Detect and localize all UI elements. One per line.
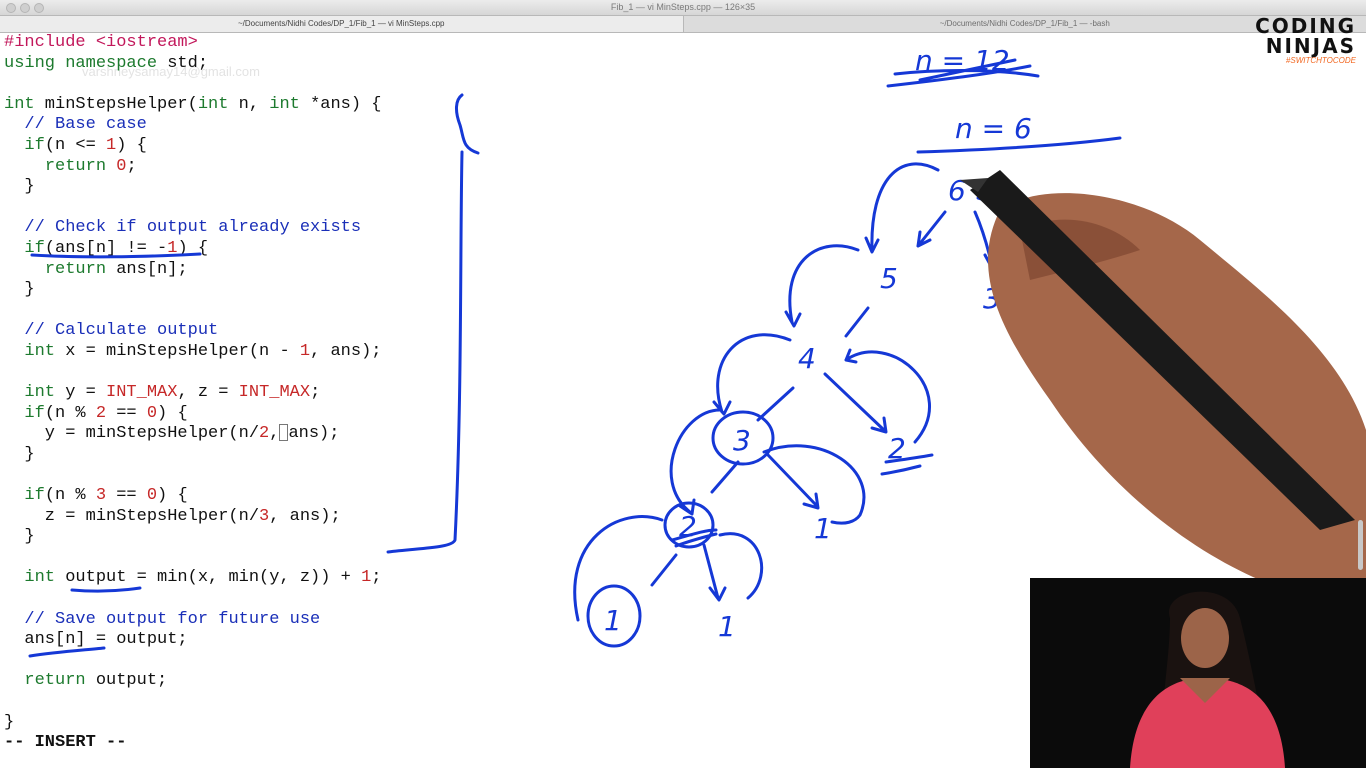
ink-loop-5-4 <box>784 244 860 328</box>
ink-label-root-6: 6 <box>948 174 966 207</box>
ink-loop-2-1b <box>718 532 764 600</box>
code-line: int y = INT_MAX, z = INT_MAX; <box>24 383 321 403</box>
ink-underline-ans <box>30 252 202 259</box>
code-line: return 0; <box>44 156 137 176</box>
code-line: int x = minStepsHelper(n - 1, ans); <box>24 341 382 361</box>
ink-edge-6-5 <box>916 210 947 248</box>
ink-label-2: 2 <box>679 510 697 543</box>
code-line: int minStepsHelper(int n, int *ans) { <box>4 94 382 114</box>
vim-editor[interactable]: #include <iostream> using namespace std;… <box>4 33 564 754</box>
code-line: } <box>4 527 35 547</box>
ink-underline-output <box>70 586 142 593</box>
presenter-hand <box>960 170 1366 580</box>
window-title: Fib_1 — vi MinSteps.cpp — 126×35 <box>610 2 756 12</box>
code-line: if(n % 2 == 0) { <box>24 403 188 423</box>
ink-strike-line <box>886 58 1040 88</box>
ink-label-4: 4 <box>798 342 816 375</box>
close-window-button[interactable] <box>6 3 16 13</box>
ink-node-circle-2 <box>663 501 715 549</box>
code-line: #include <iostream> <box>4 33 198 52</box>
code-line: } <box>4 280 35 300</box>
window-titlebar: Fib_1 — vi MinSteps.cpp — 126×35 <box>0 0 1366 16</box>
vertical-scrollbar[interactable] <box>1358 520 1363 570</box>
ink-loop-6-5 <box>864 162 940 254</box>
ink-node-circle-3 <box>711 410 775 466</box>
minimize-window-button[interactable] <box>20 3 30 13</box>
logo-tagline: #SWITCHTOCODE <box>1285 56 1356 65</box>
code-line: return output; <box>24 671 168 691</box>
ink-loop-4-3 <box>712 333 792 416</box>
ink-edge-2-1a <box>650 553 678 587</box>
tab-vim-minsteps[interactable]: ~/Documents/Nidhi Codes/DP_1/Fib_1 — vi … <box>0 16 684 32</box>
ink-edge-3-1 <box>766 453 820 510</box>
vim-mode-indicator: -- INSERT -- <box>4 733 127 753</box>
ink-loop-3-1 <box>762 444 866 525</box>
ink-scribble-2 <box>670 528 718 548</box>
code-line: int output = min(x, min(y, z)) + 1; <box>24 568 382 588</box>
ink-heading-underline <box>916 136 1122 154</box>
code-line: // Calculate output <box>24 321 219 341</box>
ink-label-1-circled: 1 <box>604 604 622 637</box>
code-line: // Base case <box>24 115 147 135</box>
ink-label-n6: n = 6 <box>955 112 1032 145</box>
ink-edge-3-2 <box>710 460 740 494</box>
code-line: if(n <= 1) { <box>24 135 147 155</box>
code-line: if(n % 3 == 0) { <box>24 486 188 506</box>
code-line: // Save output for future use <box>24 609 321 629</box>
ink-node-circle-1 <box>586 584 642 648</box>
code-line: y = minStepsHelper(n/2,ans); <box>4 424 340 444</box>
ink-label-1-of-2: 1 <box>718 610 736 643</box>
code-line: return ans[n]; <box>44 259 188 279</box>
code-line: z = minStepsHelper(n/3, ans); <box>4 506 341 526</box>
code-line: if(ans[n] != -1) { <box>24 238 209 258</box>
text-cursor <box>279 424 289 442</box>
code-line: } <box>4 177 35 197</box>
ink-label-1-of-3: 1 <box>814 512 832 545</box>
ink-loop-2-1 <box>573 515 664 622</box>
code-line: // Check if output already exists <box>24 218 362 238</box>
code-line: using namespace std; <box>4 53 209 73</box>
ink-brace <box>386 93 480 554</box>
ink-label-3: 3 <box>733 424 751 457</box>
presenter-figure <box>1030 578 1366 768</box>
ink-edge-4-2 <box>823 372 888 434</box>
ink-edge-5-4 <box>844 306 870 338</box>
coding-ninjas-logo: CODING NINJAS #SWITCHTOCODE <box>1236 16 1356 65</box>
email-watermark: varshneysamay14@gmail.com <box>82 64 260 79</box>
tab-bash[interactable]: ~/Documents/Nidhi Codes/DP_1/Fib_1 — -ba… <box>939 19 1110 28</box>
ink-loop-4-2 <box>844 348 931 444</box>
ink-edge-2-1b <box>702 543 727 602</box>
zoom-window-button[interactable] <box>34 3 44 13</box>
code-line: } <box>4 712 15 732</box>
ink-underline-2 <box>880 453 934 476</box>
ink-label-2-of-4: 2 <box>888 432 906 465</box>
code-line: } <box>4 444 35 464</box>
ink-underline-ans-n <box>28 646 106 658</box>
terminal-tab-bar: ~/Documents/Nidhi Codes/DP_1/Fib_1 — vi … <box>0 16 1366 33</box>
ink-label-5: 5 <box>880 262 898 295</box>
ink-edge-4-3 <box>756 386 795 422</box>
code-line: ans[n] = output; <box>4 630 188 650</box>
ink-label-n12: n = 12 <box>915 44 1010 77</box>
presenter-webcam <box>1030 578 1366 768</box>
logo-wordmark: CODING NINJAS <box>1255 14 1356 58</box>
ink-loop-3-2 <box>669 408 722 516</box>
